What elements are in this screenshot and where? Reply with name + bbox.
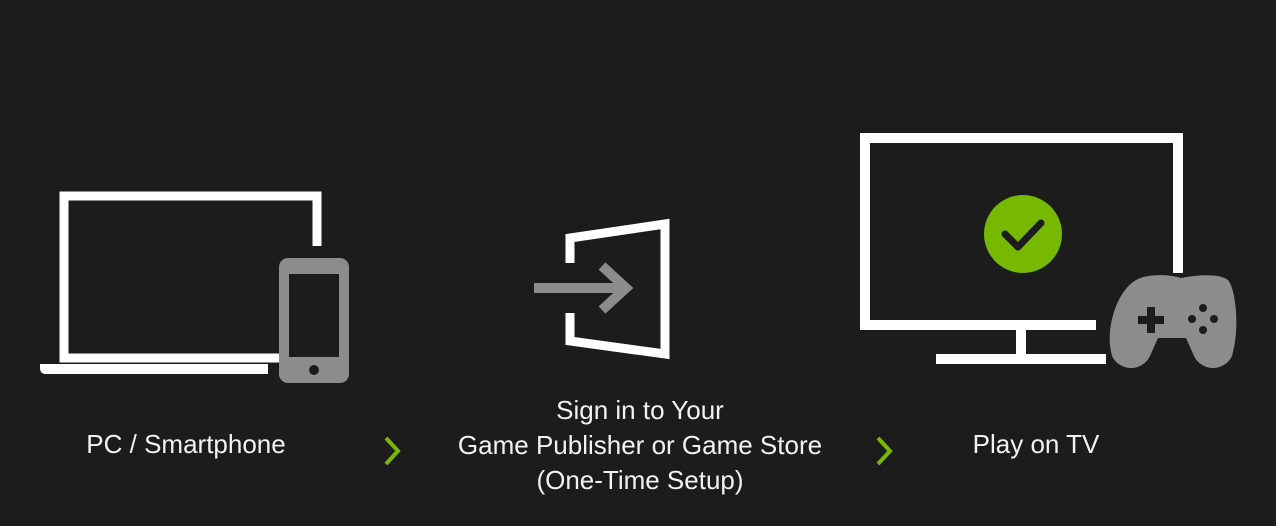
chevron-right-icon [876,436,893,466]
step-1-label: PC / Smartphone [86,429,286,459]
chevron-right-icon [384,436,401,466]
step-2-label-line-1: Sign in to Your [556,395,724,425]
step-2-label: Sign in to Your Game Publisher or Game S… [415,393,865,498]
step-3-label: Play on TV [972,429,1100,459]
tv-checkmark-gamepad-icon [860,133,1237,368]
step-2-label-line-2: Game Publisher or Game Store [457,430,823,460]
sign-in-icon [534,218,670,360]
laptop-smartphone-icon [40,191,349,383]
step-2-label-line-3: (One-Time Setup) [536,465,744,495]
